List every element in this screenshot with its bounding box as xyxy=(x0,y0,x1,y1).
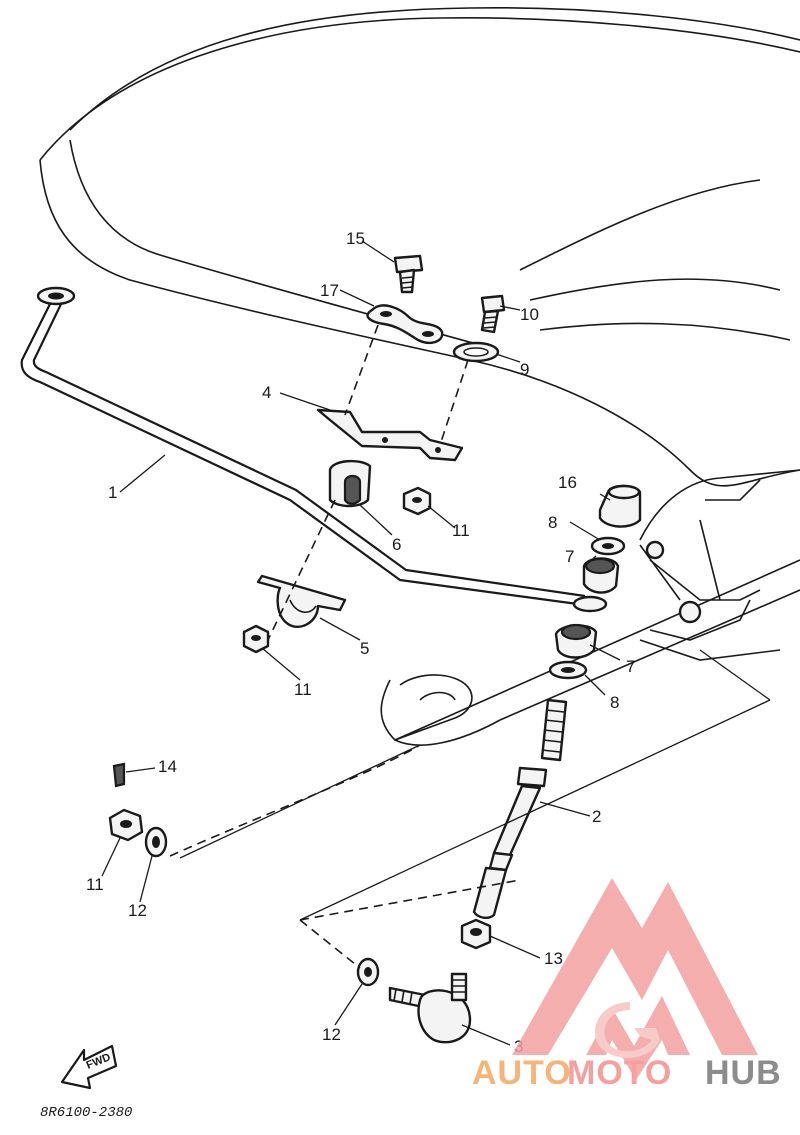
watermark-logo xyxy=(512,878,758,1080)
callout-2: 2 xyxy=(592,807,601,826)
washer-part-12-lower xyxy=(356,957,380,987)
callout-6: 6 xyxy=(392,535,401,554)
pin-part-14 xyxy=(112,762,126,788)
bracket-part-4 xyxy=(316,408,464,462)
callout-8-lower: 8 xyxy=(610,693,619,712)
suspension-spindle xyxy=(639,469,800,661)
washer-part-8-upper xyxy=(590,536,626,556)
lock-washer-part-17 xyxy=(366,304,444,344)
callout-13: 13 xyxy=(544,949,563,968)
washer-part-8-lower xyxy=(548,660,588,680)
ski-outline xyxy=(380,559,800,746)
callout-10: 10 xyxy=(520,305,539,324)
callout-11-upper: 11 xyxy=(452,521,470,540)
callout-14: 14 xyxy=(158,757,177,776)
callout-leader-lines xyxy=(101,240,621,1046)
bushing-part-7-upper xyxy=(582,557,620,594)
cap-part-16 xyxy=(598,484,642,528)
callout-12-lower: 12 xyxy=(322,1025,341,1044)
diagram-code: 8R6100-2380 xyxy=(40,1105,132,1121)
ball-joint-part-3 xyxy=(388,972,472,1044)
bracket-part-5 xyxy=(256,574,347,629)
brand-auto: AUTO xyxy=(472,1054,572,1092)
callout-8-upper: 8 xyxy=(548,513,557,532)
callout-7-upper: 7 xyxy=(565,547,574,566)
callout-4: 4 xyxy=(262,383,271,402)
callout-11-lower: 11 xyxy=(294,680,312,699)
nut-part-11-left xyxy=(108,808,144,842)
callout-12-left: 12 xyxy=(128,901,147,920)
assembly-dash-lines xyxy=(169,324,771,969)
callout-9: 9 xyxy=(520,360,529,379)
watermark-brand-text: AUTO MOTO HUB xyxy=(472,1054,782,1092)
brand-hub: HUB xyxy=(705,1054,782,1092)
bushing-part-6 xyxy=(328,459,372,508)
bushing-part-7-lower xyxy=(554,623,598,659)
callout-7-lower: 7 xyxy=(626,657,635,676)
bolt-part-15 xyxy=(393,254,424,294)
callout-15: 15 xyxy=(346,229,365,248)
nut-part-11-lower xyxy=(242,624,270,654)
hood-outline xyxy=(39,7,800,487)
bar-end-washer xyxy=(572,595,608,613)
nut-part-13 xyxy=(460,918,492,950)
callout-1: 1 xyxy=(108,483,117,502)
callout-17: 17 xyxy=(320,281,339,300)
callout-16: 16 xyxy=(558,473,577,492)
bolt-part-10 xyxy=(480,294,506,334)
rod-part-2 xyxy=(472,698,568,920)
stabilizer-bar xyxy=(20,286,586,607)
brand-moto: MOTO xyxy=(567,1054,672,1092)
washer-part-12-left xyxy=(144,826,168,858)
front-direction-arrow: FWD xyxy=(60,1044,118,1090)
callout-5: 5 xyxy=(360,639,369,658)
washer-part-9 xyxy=(452,341,500,363)
callout-11-left: 11 xyxy=(86,875,104,894)
nut-part-11-upper xyxy=(402,486,432,516)
